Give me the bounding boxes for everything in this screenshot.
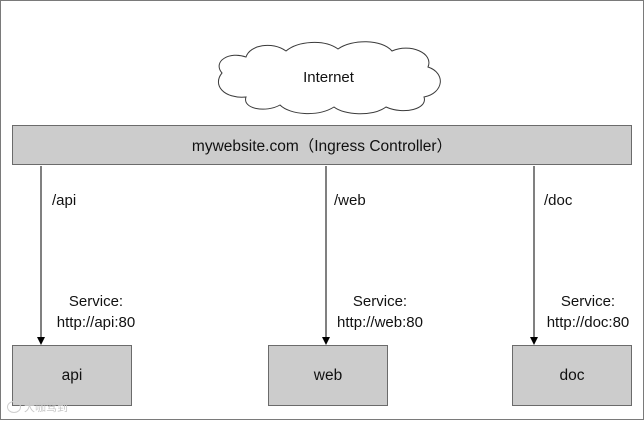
route-path-doc: /doc <box>544 192 573 209</box>
watermark: 大咖驾到 <box>7 399 68 415</box>
watermark-text: 大咖驾到 <box>24 402 68 414</box>
ingress-controller-bar: mywebsite.com（Ingress Controller） <box>12 125 632 165</box>
service-caption: Service: <box>352 293 408 310</box>
internet-label: Internet <box>303 68 354 86</box>
route-path-api: /api <box>52 192 77 209</box>
service-box-web: web <box>268 345 388 406</box>
service-box-api: api <box>12 345 132 406</box>
watermark-icon <box>7 401 21 413</box>
route-path-web: /web <box>334 192 366 209</box>
cloud-icon <box>217 41 441 115</box>
service-box-doc: doc <box>512 345 632 406</box>
service-url: http://api:80 <box>56 314 136 331</box>
service-label-doc: Service: http://doc:80 <box>523 291 644 333</box>
internet-cloud: Internet <box>206 39 451 115</box>
service-label-web: Service: http://web:80 <box>315 291 445 333</box>
service-label-api: Service: http://api:80 <box>31 291 161 333</box>
service-url: http://web:80 <box>337 314 423 331</box>
service-caption: Service: <box>560 293 616 310</box>
service-caption: Service: <box>68 293 124 310</box>
service-url: http://doc:80 <box>546 314 630 331</box>
